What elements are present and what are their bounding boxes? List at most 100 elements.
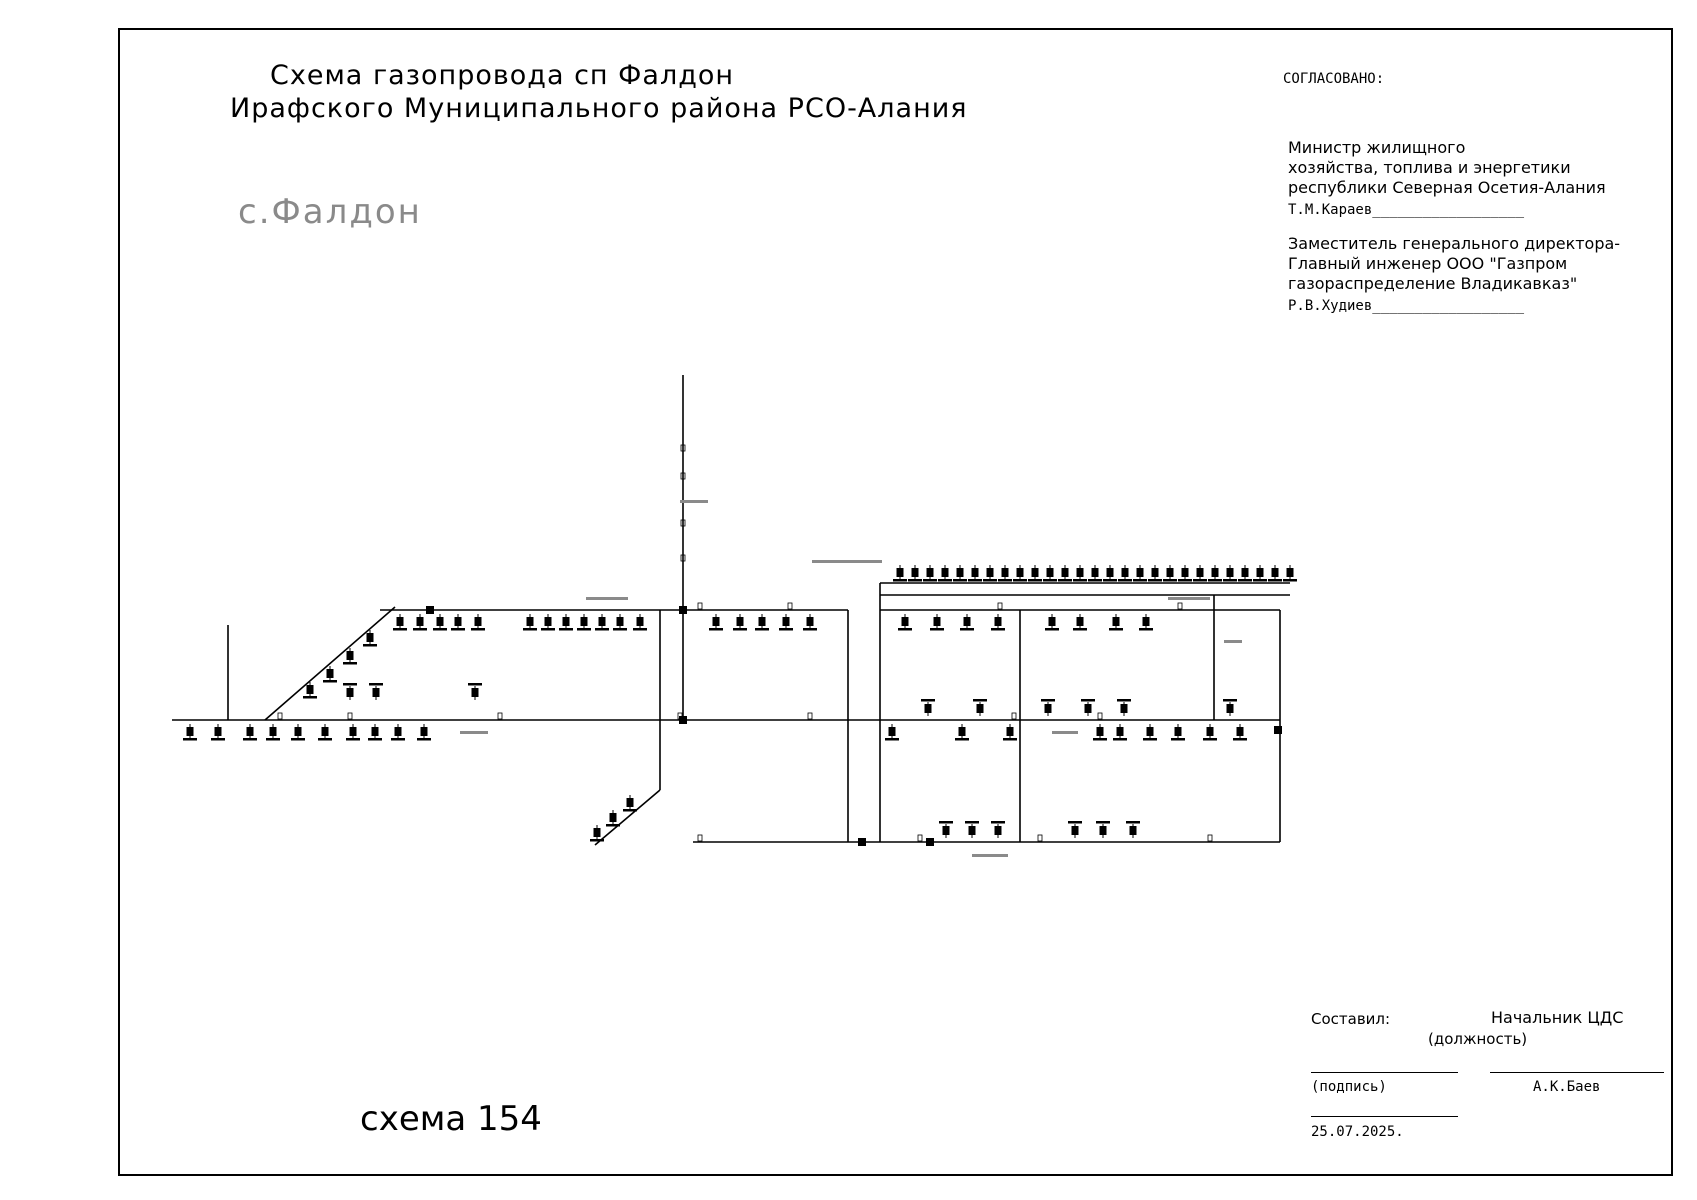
consumer-connection [471, 614, 485, 631]
approval-engineer-line-1: Заместитель генерального директора- [1288, 234, 1621, 253]
drawing-frame [118, 28, 1673, 1176]
consumer-connection [1148, 565, 1162, 582]
consumer-connection [930, 614, 944, 631]
drawing-title-line-2: Ирафского Муниципального района РСО-Алан… [230, 93, 968, 124]
consumer-connection [1117, 699, 1131, 716]
consumer-connection [1203, 724, 1217, 741]
consumer-connection [1133, 565, 1147, 582]
consumer-connection [343, 648, 357, 665]
approval-heading: СОГЛАСОВАНО: [1283, 71, 1385, 87]
consumer-connection [1109, 614, 1123, 631]
junction-node [926, 838, 934, 846]
consumer-connection [938, 565, 952, 582]
consumer-connection [1193, 565, 1207, 582]
approval-engineer: Заместитель генерального директора- Глав… [1288, 234, 1678, 316]
junction-node [426, 606, 434, 614]
stamp-name-rule [1490, 1072, 1664, 1073]
consumer-connection [346, 724, 360, 741]
approval-engineer-line-2: Главный инженер ООО "Газпром [1288, 254, 1568, 273]
valve-marker [680, 519, 686, 527]
consumer-connection [1093, 724, 1107, 741]
diagonal-branch [264, 606, 396, 721]
consumer-connection [1028, 565, 1042, 582]
consumer-connection [1223, 699, 1237, 716]
consumer-connection [590, 825, 604, 842]
consumer-connection [1045, 614, 1059, 631]
consumer-connection [211, 724, 225, 741]
consumer-connection [1118, 565, 1132, 582]
consumer-connection [1233, 724, 1247, 741]
consumer-connection [417, 724, 431, 741]
consumer-connection [1096, 821, 1110, 838]
village-label: с.Фалдон [238, 192, 422, 232]
junction-node [1274, 726, 1282, 734]
consumer-connection [709, 614, 723, 631]
consumer-connection [1163, 565, 1177, 582]
valve-marker [680, 554, 686, 562]
stamp-date: 25.07.2025. [1311, 1124, 1404, 1140]
consumer-connection [323, 666, 337, 683]
pipe-diameter-label [680, 500, 708, 503]
consumer-connection [451, 614, 465, 631]
pipe-diameter-label [812, 560, 882, 563]
consumer-connection [1058, 565, 1072, 582]
valve-marker [917, 834, 923, 842]
pipe-diameter-label [972, 854, 1008, 857]
consumer-connection [991, 821, 1005, 838]
consumer-connection [973, 699, 987, 716]
consumer-connection [921, 699, 935, 716]
consumer-connection [1103, 565, 1117, 582]
consumer-connection [1178, 565, 1192, 582]
approval-engineer-line-3: газораспределение Владикавказ" [1288, 274, 1578, 293]
consumer-connection [1073, 565, 1087, 582]
consumer-connection [368, 724, 382, 741]
consumer-connection [898, 614, 912, 631]
consumer-connection [893, 565, 907, 582]
valve-marker [680, 444, 686, 452]
approval-block: Министр жилищного хозяйства, топлива и э… [1288, 138, 1678, 330]
approval-minister-line-1: Министр жилищного [1288, 138, 1466, 157]
consumer-connection [1253, 565, 1267, 582]
consumer-connection [1283, 565, 1297, 582]
consumer-connection [968, 565, 982, 582]
consumer-connection [998, 565, 1012, 582]
consumer-connection [1068, 821, 1082, 838]
stamp-signature-label: (подпись) [1311, 1079, 1387, 1095]
consumer-connection [595, 614, 609, 631]
stamp-person-name: А.К.Баев [1533, 1079, 1601, 1095]
consumer-connection [633, 614, 647, 631]
scheme-number: схема 154 [360, 1099, 542, 1139]
consumer-connection [939, 821, 953, 838]
valve-marker [697, 602, 703, 610]
consumer-connection [983, 565, 997, 582]
consumer-connection [1113, 724, 1127, 741]
stamp-position-label: (должность) [1428, 1030, 1528, 1048]
pipe-diameter-label [460, 731, 488, 734]
approval-engineer-signatory: Р.В.Худиев__________________ [1288, 298, 1525, 314]
valve-marker [1011, 712, 1017, 720]
consumer-connection [606, 810, 620, 827]
diagonal-branch-lower [594, 789, 661, 846]
consumer-connection [291, 724, 305, 741]
consumer-connection [960, 614, 974, 631]
consumer-connection [955, 724, 969, 741]
pipe-diameter-label [586, 597, 628, 600]
pipe-diameter-label [1052, 731, 1078, 734]
consumer-connection [523, 614, 537, 631]
valve-marker [1177, 602, 1183, 610]
approval-minister: Министр жилищного хозяйства, топлива и э… [1288, 138, 1678, 220]
pipe-diameter-label [1168, 597, 1210, 600]
consumer-connection [433, 614, 447, 631]
consumer-connection [1223, 565, 1237, 582]
consumer-connection [1126, 821, 1140, 838]
approval-minister-line-2: хозяйства, топлива и энергетики [1288, 158, 1571, 177]
approval-minister-signatory: Т.М.Караев__________________ [1288, 202, 1525, 218]
consumer-connection [803, 614, 817, 631]
consumer-connection [541, 614, 555, 631]
stamp-signature-rule [1311, 1072, 1458, 1073]
consumer-connection [577, 614, 591, 631]
consumer-connection [733, 614, 747, 631]
valve-marker [1097, 712, 1103, 720]
consumer-connection [991, 614, 1005, 631]
